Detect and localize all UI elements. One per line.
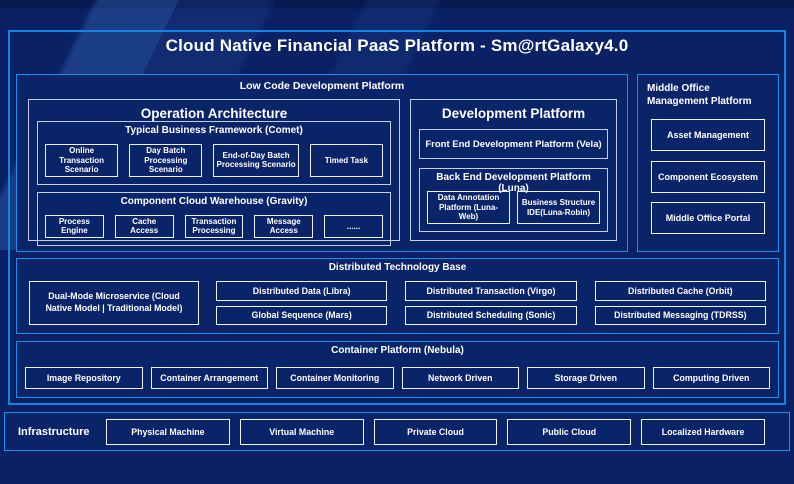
box-transaction-processing: Transaction Processing	[184, 214, 244, 238]
box-virtual-machine: Virtual Machine	[239, 418, 364, 445]
container-platform-label: Container Platform (Nebula)	[331, 345, 464, 356]
typical-business-framework-label: Typical Business Framework (Comet)	[125, 125, 303, 136]
box-asset-management: Asset Management	[651, 119, 765, 152]
box-distributed-cache-orbit: Distributed Cache (Orbit)	[594, 281, 766, 301]
box-cache-access: Cache Access	[114, 214, 174, 238]
infrastructure-label: Infrastructure	[18, 425, 90, 438]
component-cloud-items-row: Process Engine Cache Access Transaction …	[38, 212, 390, 245]
box-front-end-development-platform-vela: Front End Development Platform (Vela)	[419, 129, 608, 160]
box-distributed-messaging-tdrss: Distributed Messaging (TDRSS)	[594, 305, 766, 325]
component-cloud-warehouse-box: Component Cloud Warehouse (Gravity) Proc…	[37, 191, 391, 246]
box-distributed-scheduling-sonic: Distributed Scheduling (Sonic)	[405, 305, 577, 325]
box-online-transaction-scenario: Online Transaction Scenario	[45, 144, 119, 177]
box-computing-driven: Computing Driven	[652, 367, 770, 389]
box-end-of-day-batch-processing-scenario: End-of-Day Batch Processing Scenario	[213, 144, 299, 177]
box-middle-office-portal: Middle Office Portal	[651, 201, 765, 234]
box-localized-hardware: Localized Hardware	[641, 418, 765, 445]
typical-business-framework-box: Typical Business Framework (Comet) Onlin…	[37, 121, 391, 185]
back-end-development-platform-box: Back End Development Platform (Luna) Dat…	[419, 168, 608, 232]
container-platform-items-row: Image Repository Container Arrangement C…	[17, 360, 778, 397]
box-public-cloud: Public Cloud	[507, 418, 632, 445]
box-dual-mode-microservice: Dual-Mode Microservice (Cloud Native Mod…	[29, 281, 199, 325]
distributed-content: Dual-Mode Microservice (Cloud Native Mod…	[17, 277, 778, 333]
box-distributed-data-libra: Distributed Data (Libra)	[216, 281, 388, 301]
development-platform-panel: Development Platform Front End Developme…	[410, 99, 617, 241]
page-title: Cloud Native Financial PaaS Platform - S…	[165, 36, 629, 55]
platform-frame	[8, 30, 786, 405]
box-day-batch-processing-scenario: Day Batch Processing Scenario	[129, 144, 203, 177]
box-image-repository: Image Repository	[25, 367, 143, 389]
box-distributed-transaction-virgo: Distributed Transaction (Virgo)	[405, 281, 577, 301]
box-storage-driven: Storage Driven	[527, 367, 645, 389]
infrastructure-panel: Infrastructure Physical Machine Virtual …	[4, 412, 790, 451]
distributed-technology-base-label: Distributed Technology Base	[328, 262, 467, 273]
box-process-engine: Process Engine	[45, 214, 104, 238]
box-container-arrangement: Container Arrangement	[150, 367, 268, 389]
component-cloud-warehouse-label: Component Cloud Warehouse (Gravity)	[120, 195, 308, 207]
box-physical-machine: Physical Machine	[106, 418, 230, 445]
box-data-annotation-platform-luna-web: Data Annotation Platform (Luna-Web)	[427, 191, 510, 224]
back-end-platform-label: Back End Development Platform (Luna)	[436, 172, 591, 195]
middle-office-management-platform-panel: Middle Office Management Platform Asset …	[637, 74, 779, 252]
typical-business-items-row: Online Transaction Scenario Day Batch Pr…	[38, 141, 390, 184]
operation-architecture-title: Operation Architecture	[140, 106, 288, 121]
back-end-items-row: Data Annotation Platform (Luna-Web) Busi…	[420, 188, 607, 231]
development-platform-title: Development Platform	[441, 106, 586, 121]
box-global-sequence-mars: Global Sequence (Mars)	[216, 305, 388, 325]
middle-office-items: Asset Management Component Ecosystem Mid…	[638, 108, 778, 251]
middle-office-platform-label: Middle Office Management Platform	[647, 83, 752, 107]
box-private-cloud: Private Cloud	[373, 418, 498, 445]
box-network-driven: Network Driven	[401, 367, 519, 389]
box-message-access: Message Access	[254, 214, 314, 238]
distributed-technology-base-panel: Distributed Technology Base Dual-Mode Mi…	[16, 258, 779, 334]
box-business-structure-ide-luna-robin: Business Structure IDE(Luna-Robin)	[517, 191, 600, 224]
box-container-monitoring: Container Monitoring	[276, 367, 394, 389]
box-ellipsis-more: ......	[324, 214, 383, 238]
low-code-platform-label: Low Code Development Platform	[239, 80, 405, 92]
operation-architecture-panel: Operation Architecture Typical Business …	[28, 99, 400, 246]
distributed-grid: Distributed Data (Libra) Distributed Tra…	[216, 281, 766, 325]
box-component-ecosystem: Component Ecosystem	[651, 160, 765, 193]
box-timed-task: Timed Task	[309, 144, 383, 177]
container-platform-nebula-panel: Container Platform (Nebula) Image Reposi…	[16, 341, 779, 398]
